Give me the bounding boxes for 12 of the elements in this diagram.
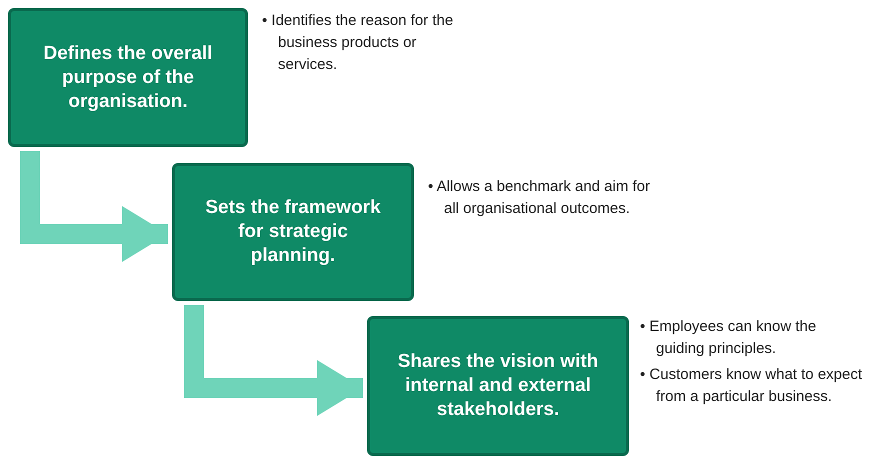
process-box [172, 163, 414, 301]
bullet-text: • Customers know what to expect from a particular business. [640, 365, 864, 407]
box-heading: Shares the vision with internal and external stakeholders. [396, 350, 600, 422]
arrow [184, 305, 363, 416]
process-box [8, 8, 248, 147]
process-box [367, 316, 629, 456]
bullet-text: • Employees can know the guiding principles. [640, 317, 818, 359]
box-heading: Sets the framework for strategic planning. [204, 196, 382, 268]
box-heading: Defines the overall purpose of the organisation. [42, 42, 214, 114]
arrow [20, 151, 168, 262]
bullet-text: • Identifies the reason for the business products or services. [262, 11, 454, 75]
bullet-text: • Allows a benchmark and aim for all organisational outcomes. [428, 177, 652, 219]
